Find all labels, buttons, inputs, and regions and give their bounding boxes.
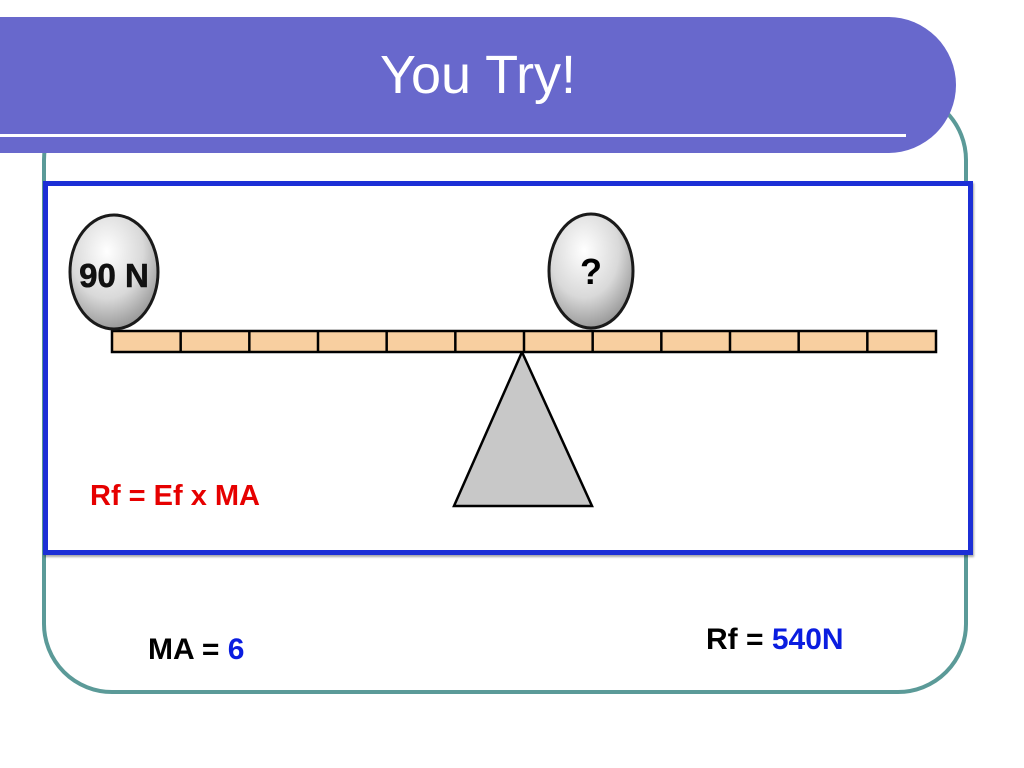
ma-value: 6 xyxy=(227,633,245,666)
ma-answer: MA = 6 xyxy=(148,632,244,668)
title-underline xyxy=(0,134,906,137)
rf-label: Rf = xyxy=(706,623,764,656)
resistance-weight: ? xyxy=(547,212,635,330)
resistance-weight-label: ? xyxy=(580,251,602,292)
fulcrum-triangle xyxy=(452,348,594,508)
effort-weight-label: 90 N xyxy=(79,257,149,294)
slide-title: You Try! xyxy=(379,45,577,105)
beam-dividers xyxy=(179,331,869,352)
resistance-weight-ball xyxy=(547,212,635,330)
effort-weight: 90 N xyxy=(68,213,160,331)
formula-text: Rf = Ef x MA xyxy=(90,480,260,512)
ma-label: MA = xyxy=(148,633,220,666)
title-banner xyxy=(0,17,956,153)
rf-value: 540N xyxy=(771,623,844,656)
rf-answer: Rf = 540N xyxy=(706,622,844,658)
effort-weight-ball xyxy=(68,213,160,331)
